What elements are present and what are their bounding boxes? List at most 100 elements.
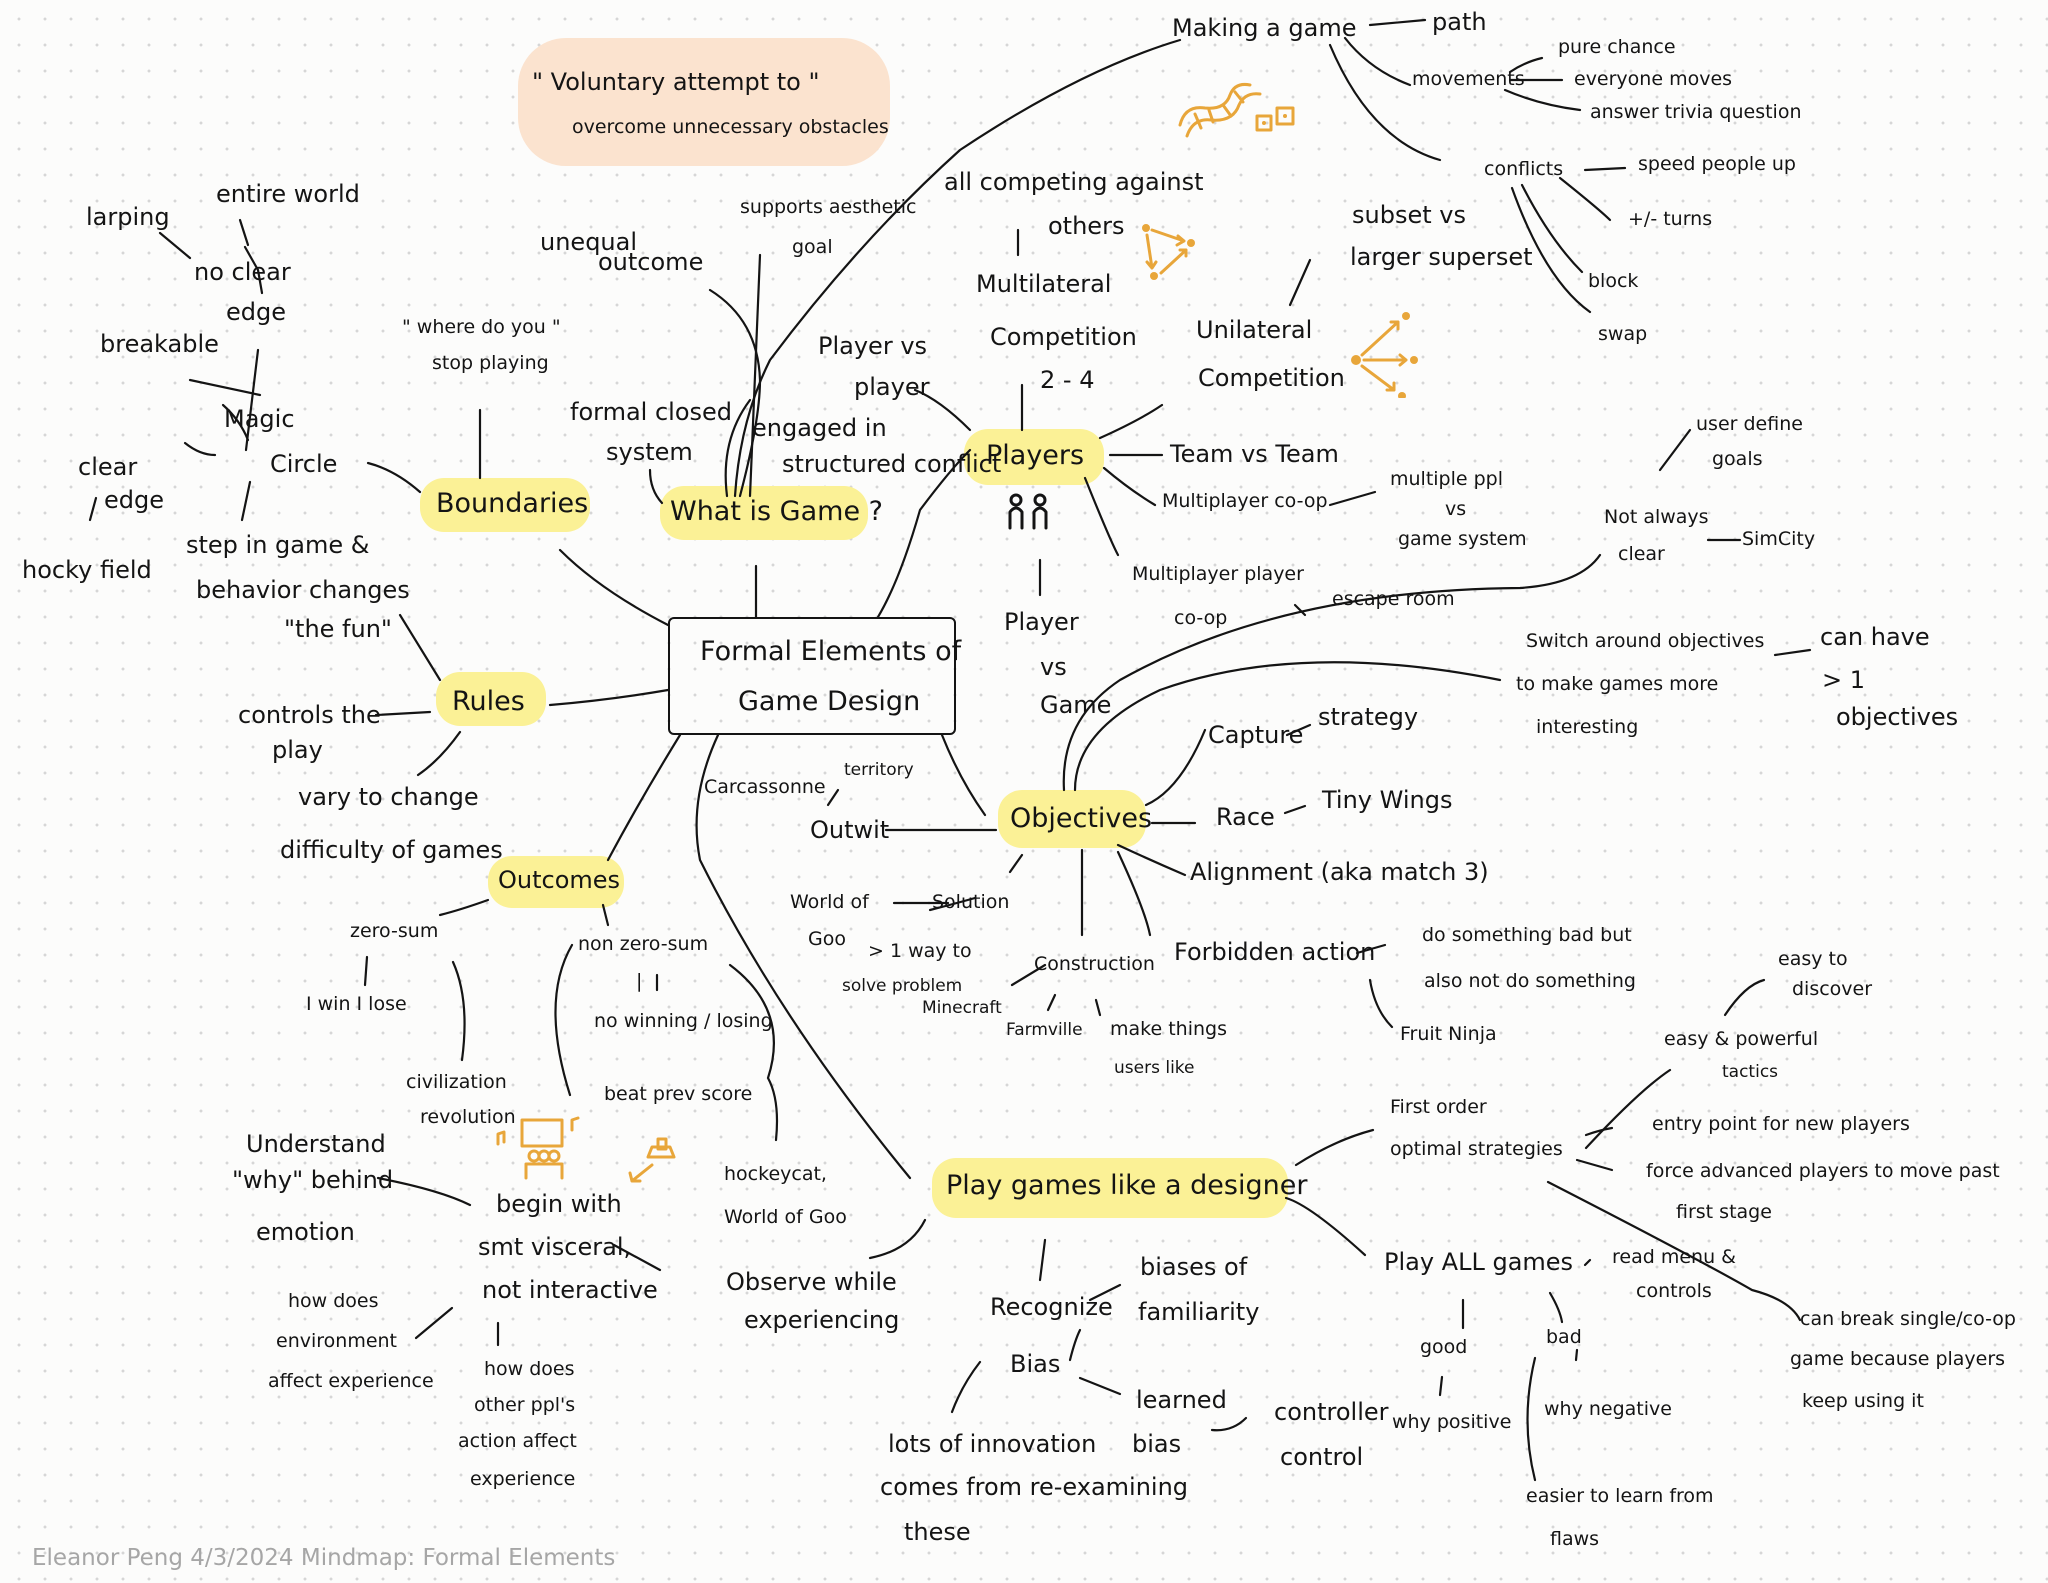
rules-highlight (436, 672, 546, 726)
boundaries-highlight (420, 478, 590, 532)
objectives-not-always: Not always (1604, 506, 1709, 528)
objectives-can-have: can have (1820, 623, 1930, 651)
play-bad: bad (1546, 1326, 1582, 1348)
play-learned: learned (1136, 1386, 1227, 1414)
play-familiarity: familiarity (1138, 1298, 1260, 1326)
play-easy-to: easy to (1778, 948, 1848, 970)
snake-ladder-dice-icon (1175, 70, 1305, 150)
players-mp-player: Multiplayer player (1132, 563, 1304, 585)
boundaries-step-in: step in game & (186, 531, 370, 559)
boundaries-fun: "the fun" (284, 615, 392, 643)
play-force: force advanced players to move past (1646, 1160, 2000, 1182)
quote-line2: overcome unnecessary obstacles (572, 116, 889, 138)
outcomes-hockeycat: hockeycat, (724, 1163, 827, 1185)
play-optimal: optimal strategies (1390, 1138, 1563, 1160)
play-keep: keep using it (1802, 1390, 1924, 1412)
objectives-race: Race (1216, 803, 1275, 831)
play-bias2: bias (1132, 1430, 1182, 1458)
play-why-negative: why negative (1544, 1398, 1672, 1420)
play-recognize: Recognize (990, 1293, 1113, 1321)
players-team: Team vs Team (1170, 440, 1339, 468)
play-environment: environment (276, 1330, 398, 1352)
making-swap: swap (1598, 323, 1648, 345)
boundaries-clear-edge: edge (104, 486, 164, 514)
objectives-also-not: also not do something (1424, 970, 1636, 992)
players-subset: subset vs (1352, 201, 1466, 229)
play-discover: discover (1792, 978, 1873, 1000)
players-pvg2: vs (1040, 653, 1067, 681)
objectives-outwit: Outwit (810, 816, 890, 844)
rules-controls: controls the (238, 701, 381, 729)
play-all-games: Play ALL games (1384, 1248, 1574, 1276)
players-multilateral: Multilateral (976, 270, 1112, 298)
outcomes-zero-sum: zero-sum (350, 920, 439, 942)
boundaries-breakable: breakable (100, 330, 219, 358)
rules-label: Rules (452, 686, 525, 717)
play-biases: biases of (1140, 1253, 1248, 1281)
play-emotion: emotion (256, 1218, 355, 1246)
objectives-farmville: Farmville (1006, 1020, 1083, 1040)
play-begin: begin with (496, 1190, 622, 1218)
play-entry: entry point for new players (1652, 1113, 1910, 1135)
objectives-gt1: > 1 (1822, 666, 1866, 694)
boundaries-larping: larping (86, 203, 170, 231)
players-pvg1: Player (1004, 608, 1079, 636)
objectives-switch: Switch around objectives (1526, 630, 1765, 652)
objectives-minecraft: Minecraft (922, 998, 1002, 1018)
rules-difficulty: difficulty of games (280, 836, 503, 864)
outcomes-no-winning: no winning / losing (594, 1010, 773, 1032)
making-conflicts: conflicts (1484, 158, 1564, 180)
objectives-strategy: strategy (1318, 703, 1419, 731)
players-co-op: co-op (1174, 607, 1228, 629)
center-title-line1: Formal Elements of (700, 636, 962, 667)
play-control: control (1280, 1443, 1364, 1471)
cannon-icon (622, 1133, 692, 1193)
objectives-simcity: SimCity (1742, 528, 1816, 550)
players-pvp1: Player vs (818, 332, 928, 360)
star-arrows-icon (1344, 308, 1424, 398)
objectives-goals: goals (1712, 448, 1763, 470)
players-label: Players (986, 440, 1085, 471)
play-these: these (904, 1518, 971, 1546)
players-range: 2 - 4 (1040, 366, 1095, 394)
objectives-highlight (998, 790, 1146, 848)
boundaries-stop: stop playing (432, 352, 549, 374)
making-title: Making a game (1172, 14, 1357, 42)
boundaries-hockey-field: hocky field (22, 556, 152, 584)
play-affect: affect experience (268, 1370, 434, 1392)
play-action-affect: action affect (458, 1430, 577, 1452)
objectives-alignment: Alignment (aka match 3) (1190, 858, 1489, 886)
objectives-solution: Solution (932, 891, 1010, 913)
objectives-gt1-way: > 1 way to (868, 940, 972, 962)
making-turns: +/- turns (1628, 208, 1713, 230)
objectives-user-define: user define (1696, 413, 1803, 435)
play-bias: Bias (1010, 1350, 1061, 1378)
boundaries-entire-world: entire world (216, 180, 360, 208)
play-first-order: First order (1390, 1096, 1487, 1118)
objectives-forbidden: Forbidden action (1174, 938, 1376, 966)
objectives-make: to make games more (1516, 673, 1719, 695)
objectives-objectives: objectives (1836, 703, 1959, 731)
rules-play: play (272, 736, 323, 764)
objectives-make-things: make things (1110, 1018, 1227, 1040)
boundaries-magic: Magic (224, 405, 295, 433)
outcomes-win-lose: I win I lose (306, 993, 407, 1015)
players-game-system: game system (1398, 528, 1527, 550)
what-is-game-label: What is Game ? (670, 496, 883, 527)
play-not-interactive: not interactive (482, 1276, 658, 1304)
players-coop: Multiplayer co-op (1162, 490, 1328, 512)
center-title-line2: Game Design (738, 686, 921, 717)
play-game-because: game because players (1790, 1348, 2006, 1370)
play-why-positive: why positive (1392, 1411, 1512, 1433)
making-block: block (1588, 270, 1639, 292)
boundaries-circle: Circle (270, 450, 338, 478)
play-why-behind: "why" behind (232, 1166, 394, 1194)
players-superset: larger superset (1350, 243, 1533, 271)
play-comes-from: comes from re-examining (880, 1473, 1189, 1501)
play-designer-highlight (932, 1158, 1288, 1218)
outcomes-highlight (488, 856, 624, 908)
objectives-do-bad: do something bad but (1422, 924, 1632, 946)
boundaries-behavior: behavior changes (196, 576, 410, 604)
play-understand: Understand (246, 1130, 386, 1158)
